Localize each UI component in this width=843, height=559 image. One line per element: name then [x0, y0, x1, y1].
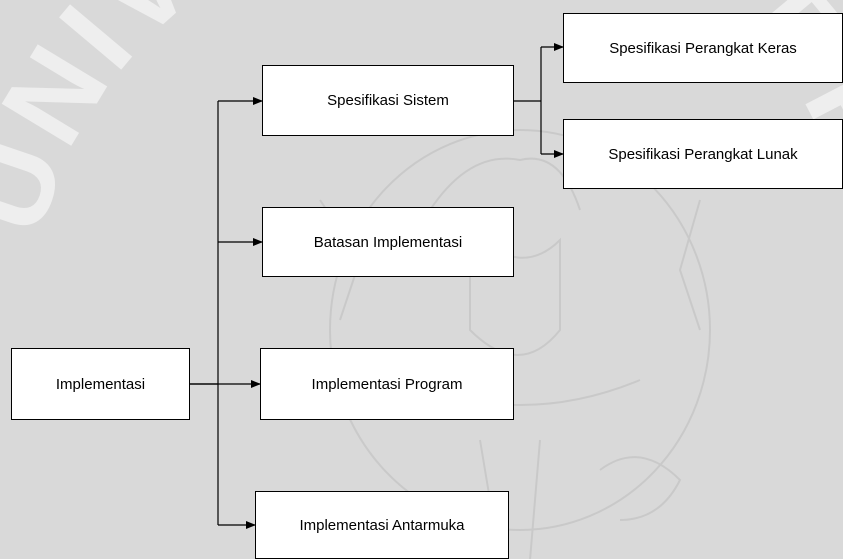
node-batasan-implementasi: Batasan Implementasi [262, 207, 514, 277]
node-spesifikasi-perangkat-keras: Spesifikasi Perangkat Keras [563, 13, 843, 83]
node-implementasi: Implementasi [11, 348, 190, 420]
node-spesifikasi-sistem: Spesifikasi Sistem [262, 65, 514, 136]
node-spesifikasi-perangkat-lunak: Spesifikasi Perangkat Lunak [563, 119, 843, 189]
node-implementasi-antarmuka: Implementasi Antarmuka [255, 491, 509, 559]
node-implementasi-program: Implementasi Program [260, 348, 514, 420]
